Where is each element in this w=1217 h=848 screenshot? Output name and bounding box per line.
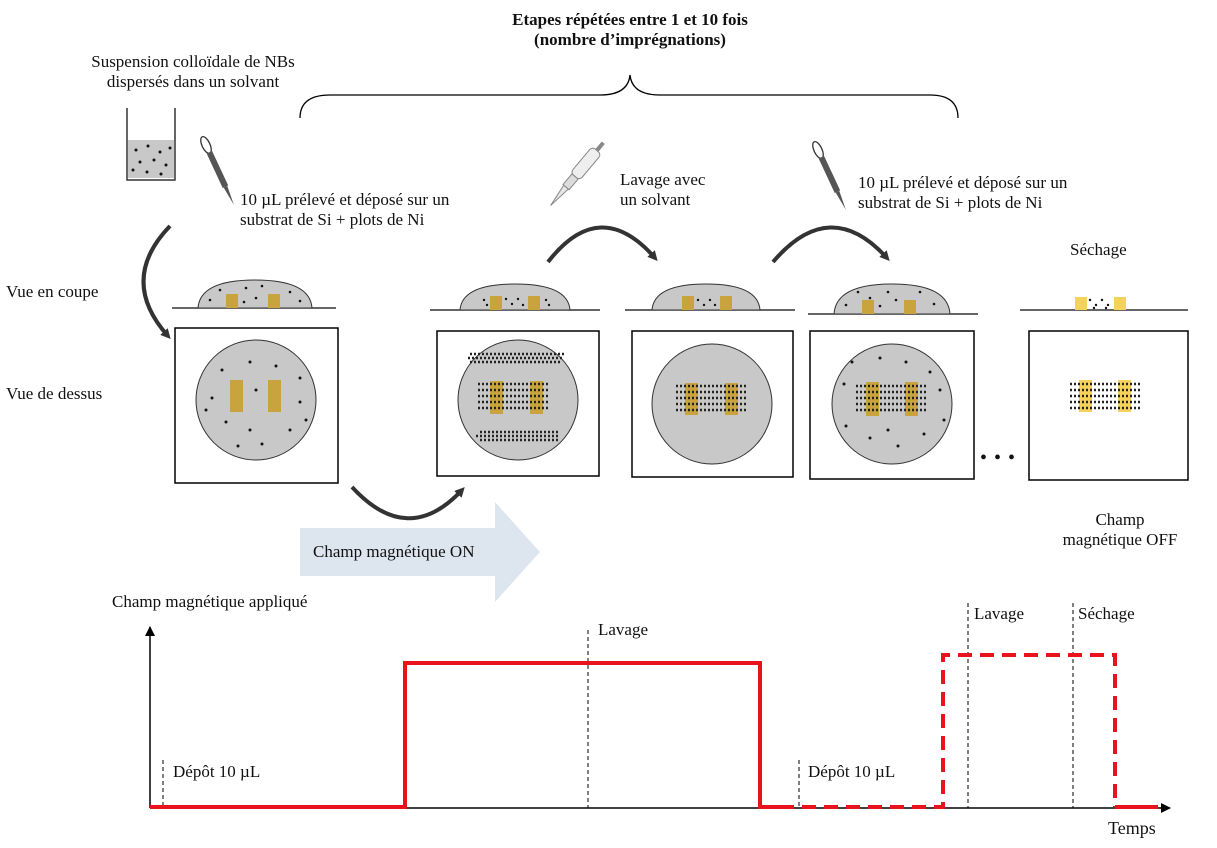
field-off-line1: Champ — [1095, 510, 1145, 529]
repeat-title-line1: Etapes répétées entre 1 et 10 fois — [512, 10, 748, 29]
dry-step-caption: Séchage — [1070, 240, 1127, 259]
continuation-dots: • • • — [980, 447, 1017, 469]
field-on-label: Champ magnétique ON — [313, 542, 475, 561]
top-view-label: Vue de dessus — [6, 384, 103, 403]
repeat-title: Etapes répétées entre 1 et 10 fois (nomb… — [470, 10, 790, 50]
event-label-deposit-1: Dépôt 10 µL — [173, 762, 261, 781]
vial-caption: Suspension colloïdale de NBs dispersés d… — [58, 52, 328, 92]
curved-arrow — [141, 224, 172, 339]
deposit-step-2-line1: 10 µL prélevé et déposé sur un — [858, 173, 1068, 192]
deposit-step-2-line2: substrat de Si + plots de Ni — [858, 193, 1043, 212]
cross-section — [1020, 297, 1188, 311]
vial-caption-line1: Suspension colloïdale de NBs — [91, 52, 295, 71]
deposit-step-1-line2: substrat de Si + plots de Ni — [240, 210, 425, 229]
field-off-line2: magnétique OFF — [1062, 530, 1178, 549]
dropper-icon — [200, 136, 234, 205]
curved-arrow — [350, 485, 465, 521]
event-label-wash-1: Lavage — [598, 620, 649, 639]
field-on-arrow — [300, 502, 540, 602]
wash-step-caption: Lavage avec un solvant — [620, 170, 705, 210]
curved-arrow — [546, 225, 658, 264]
top-view — [436, 330, 600, 477]
cross-section-label: Vue en coupe — [6, 282, 99, 301]
event-label-wash-2: Lavage — [974, 604, 1025, 623]
vial-caption-line2: dispersés dans un solvant — [106, 72, 280, 91]
vial-icon — [126, 108, 176, 181]
wash-step-line2: un solvant — [620, 190, 691, 209]
repeat-title-line2: (nombre d’imprégnations) — [534, 30, 726, 49]
time-axis-label: Temps — [1108, 818, 1156, 838]
curved-arrow — [771, 225, 890, 264]
cross-section — [808, 283, 978, 315]
field-off-caption: Champ magnétique OFF — [1040, 510, 1200, 550]
top-view — [174, 327, 339, 484]
deposit-step-1-line1: 10 µL prélevé et déposé sur un — [240, 190, 450, 209]
field-signal-solid — [150, 661, 780, 809]
cross-section — [625, 283, 795, 311]
repeat-brace — [299, 74, 959, 119]
top-view — [809, 330, 975, 480]
deposit-step-2-caption: 10 µL prélevé et déposé sur un substrat … — [858, 173, 1067, 213]
cross-section — [430, 283, 600, 311]
cross-section — [172, 279, 336, 309]
field-signal-dashed — [780, 653, 1117, 809]
top-view — [631, 330, 794, 478]
event-label-deposit-2: Dépôt 10 µL — [808, 762, 896, 781]
pipette-icon — [550, 141, 605, 206]
wash-step-line1: Lavage avec — [620, 170, 706, 189]
top-view — [1028, 330, 1189, 481]
event-label-dry: Séchage — [1078, 604, 1135, 623]
dropper-icon — [812, 141, 846, 210]
deposit-step-1-caption: 10 µL prélevé et déposé sur un substrat … — [240, 190, 449, 230]
field-axis-label: Champ magnétique appliqué — [112, 592, 308, 611]
